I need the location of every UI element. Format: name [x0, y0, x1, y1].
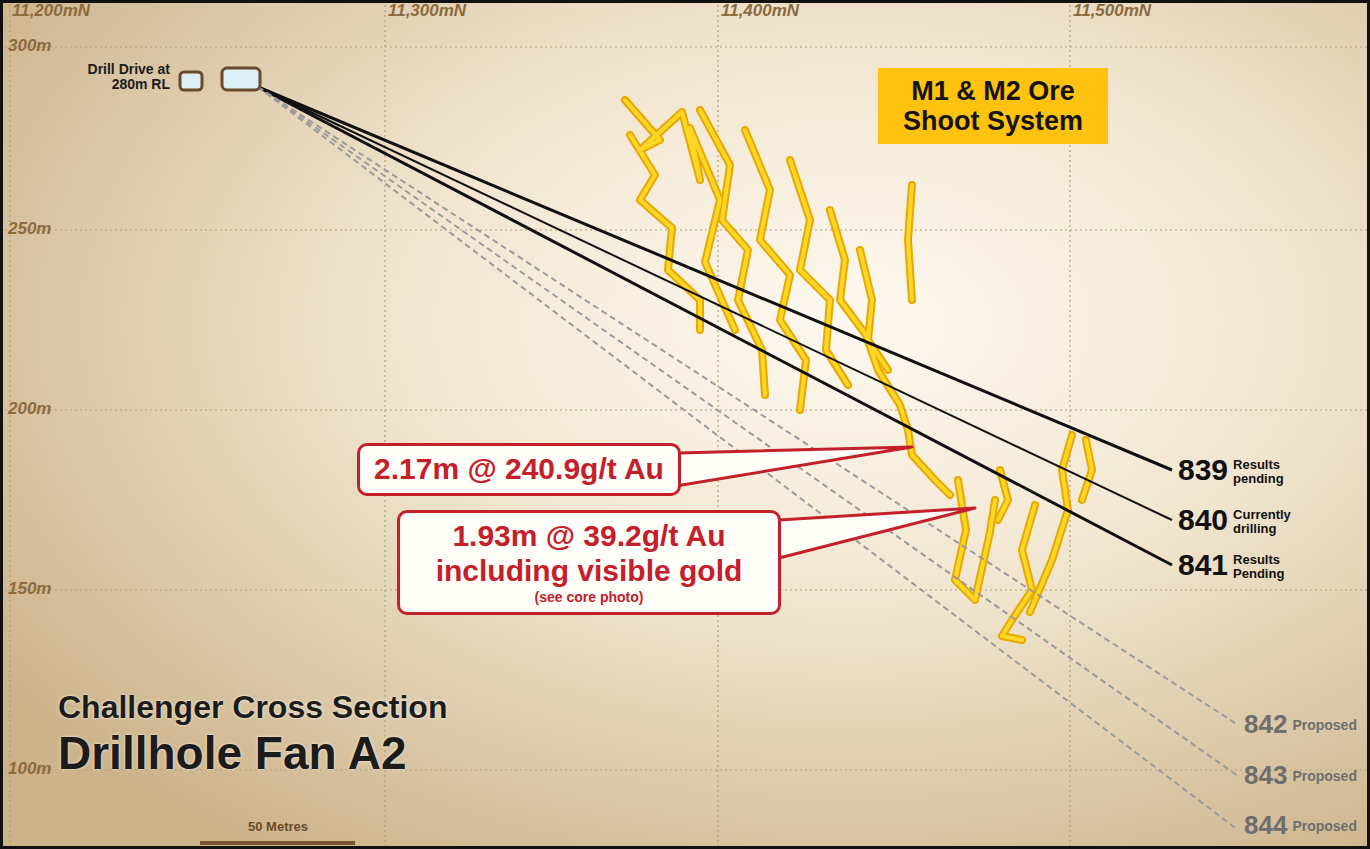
elevation-label: 100m — [8, 760, 51, 779]
node-heading: M1 & M2 Ore Shoot System — [892, 76, 1094, 136]
ore-shoot — [908, 185, 912, 300]
scale-label: 50 Metres — [248, 820, 308, 834]
elevation-label: 200m — [8, 400, 51, 419]
drillhole — [258, 87, 1172, 520]
section-title: Challenger Cross Section — [58, 690, 447, 725]
ore-shoot — [955, 480, 995, 600]
ore-shoot — [1030, 435, 1072, 612]
elevation-label: 250m — [8, 220, 51, 239]
ore-shoot — [908, 185, 912, 300]
northing-label: 11,200mN — [12, 2, 90, 21]
ore-shoot — [625, 100, 735, 330]
drill-drive — [180, 68, 260, 90]
node-heading: 1.93m @ 39.2g/t Au including visible gol… — [414, 519, 764, 588]
callout-pointer — [779, 508, 975, 558]
ore-shoot — [625, 100, 735, 330]
ore-shoot — [1030, 435, 1072, 612]
title-box: M1 & M2 Ore Shoot System — [878, 68, 1108, 144]
drive-label: Drill Drive at 280m RL — [80, 62, 170, 91]
drillhole — [258, 87, 1238, 776]
northing-label: 11,400mN — [721, 2, 799, 21]
hole-number: 840 — [1178, 505, 1228, 535]
hole-number: 839 — [1178, 455, 1228, 485]
node-heading: 2.17m @ 240.9g/t Au — [374, 452, 664, 487]
ore-shoot — [860, 250, 888, 370]
hole-status: Proposed — [1292, 718, 1357, 732]
hole-status: Currently drilling — [1233, 508, 1305, 535]
elevation-label: 300m — [8, 37, 51, 56]
hole-status: Results pending — [1233, 458, 1305, 485]
assay-callout: 2.17m @ 240.9g/t Au — [357, 443, 681, 496]
hole-status: Proposed — [1292, 819, 1357, 833]
ore-shoot — [790, 160, 848, 385]
hole-number: 841 — [1178, 550, 1228, 580]
hole-number: 842 — [1244, 711, 1287, 737]
drillhole — [258, 87, 1172, 565]
callout-pointer — [679, 447, 912, 486]
assay-callout: 1.93m @ 39.2g/t Au including visible gol… — [397, 510, 781, 615]
section-title: Drillhole Fan A2 — [58, 728, 406, 779]
elevation-label: 150m — [8, 580, 51, 599]
ore-shoot — [1082, 440, 1092, 500]
ore-shoot — [1002, 505, 1035, 640]
drillhole — [258, 87, 1238, 725]
hole-status: Proposed — [1292, 769, 1357, 783]
northing-label: 11,500mN — [1073, 2, 1151, 21]
scale-bar — [200, 841, 355, 845]
hole-number: 844 — [1244, 812, 1287, 838]
ore-shoot — [955, 480, 995, 600]
ore-shoot — [1002, 505, 1035, 640]
node-note: (see core photo) — [414, 588, 764, 606]
northing-label: 11,300mN — [388, 2, 466, 21]
hole-number: 843 — [1244, 762, 1287, 788]
ore-shoot — [860, 250, 888, 370]
ore-shoot — [1082, 440, 1092, 500]
hole-status: Results Pending — [1233, 553, 1305, 580]
